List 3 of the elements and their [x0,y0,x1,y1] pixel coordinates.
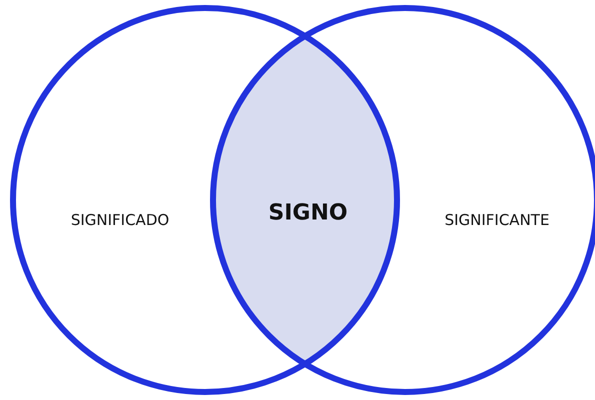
circle-label: SIGNIFICADO [70,211,170,229]
center-label: SIGNO [268,200,348,226]
circle-label: SIGNIFICANTE [444,211,550,229]
